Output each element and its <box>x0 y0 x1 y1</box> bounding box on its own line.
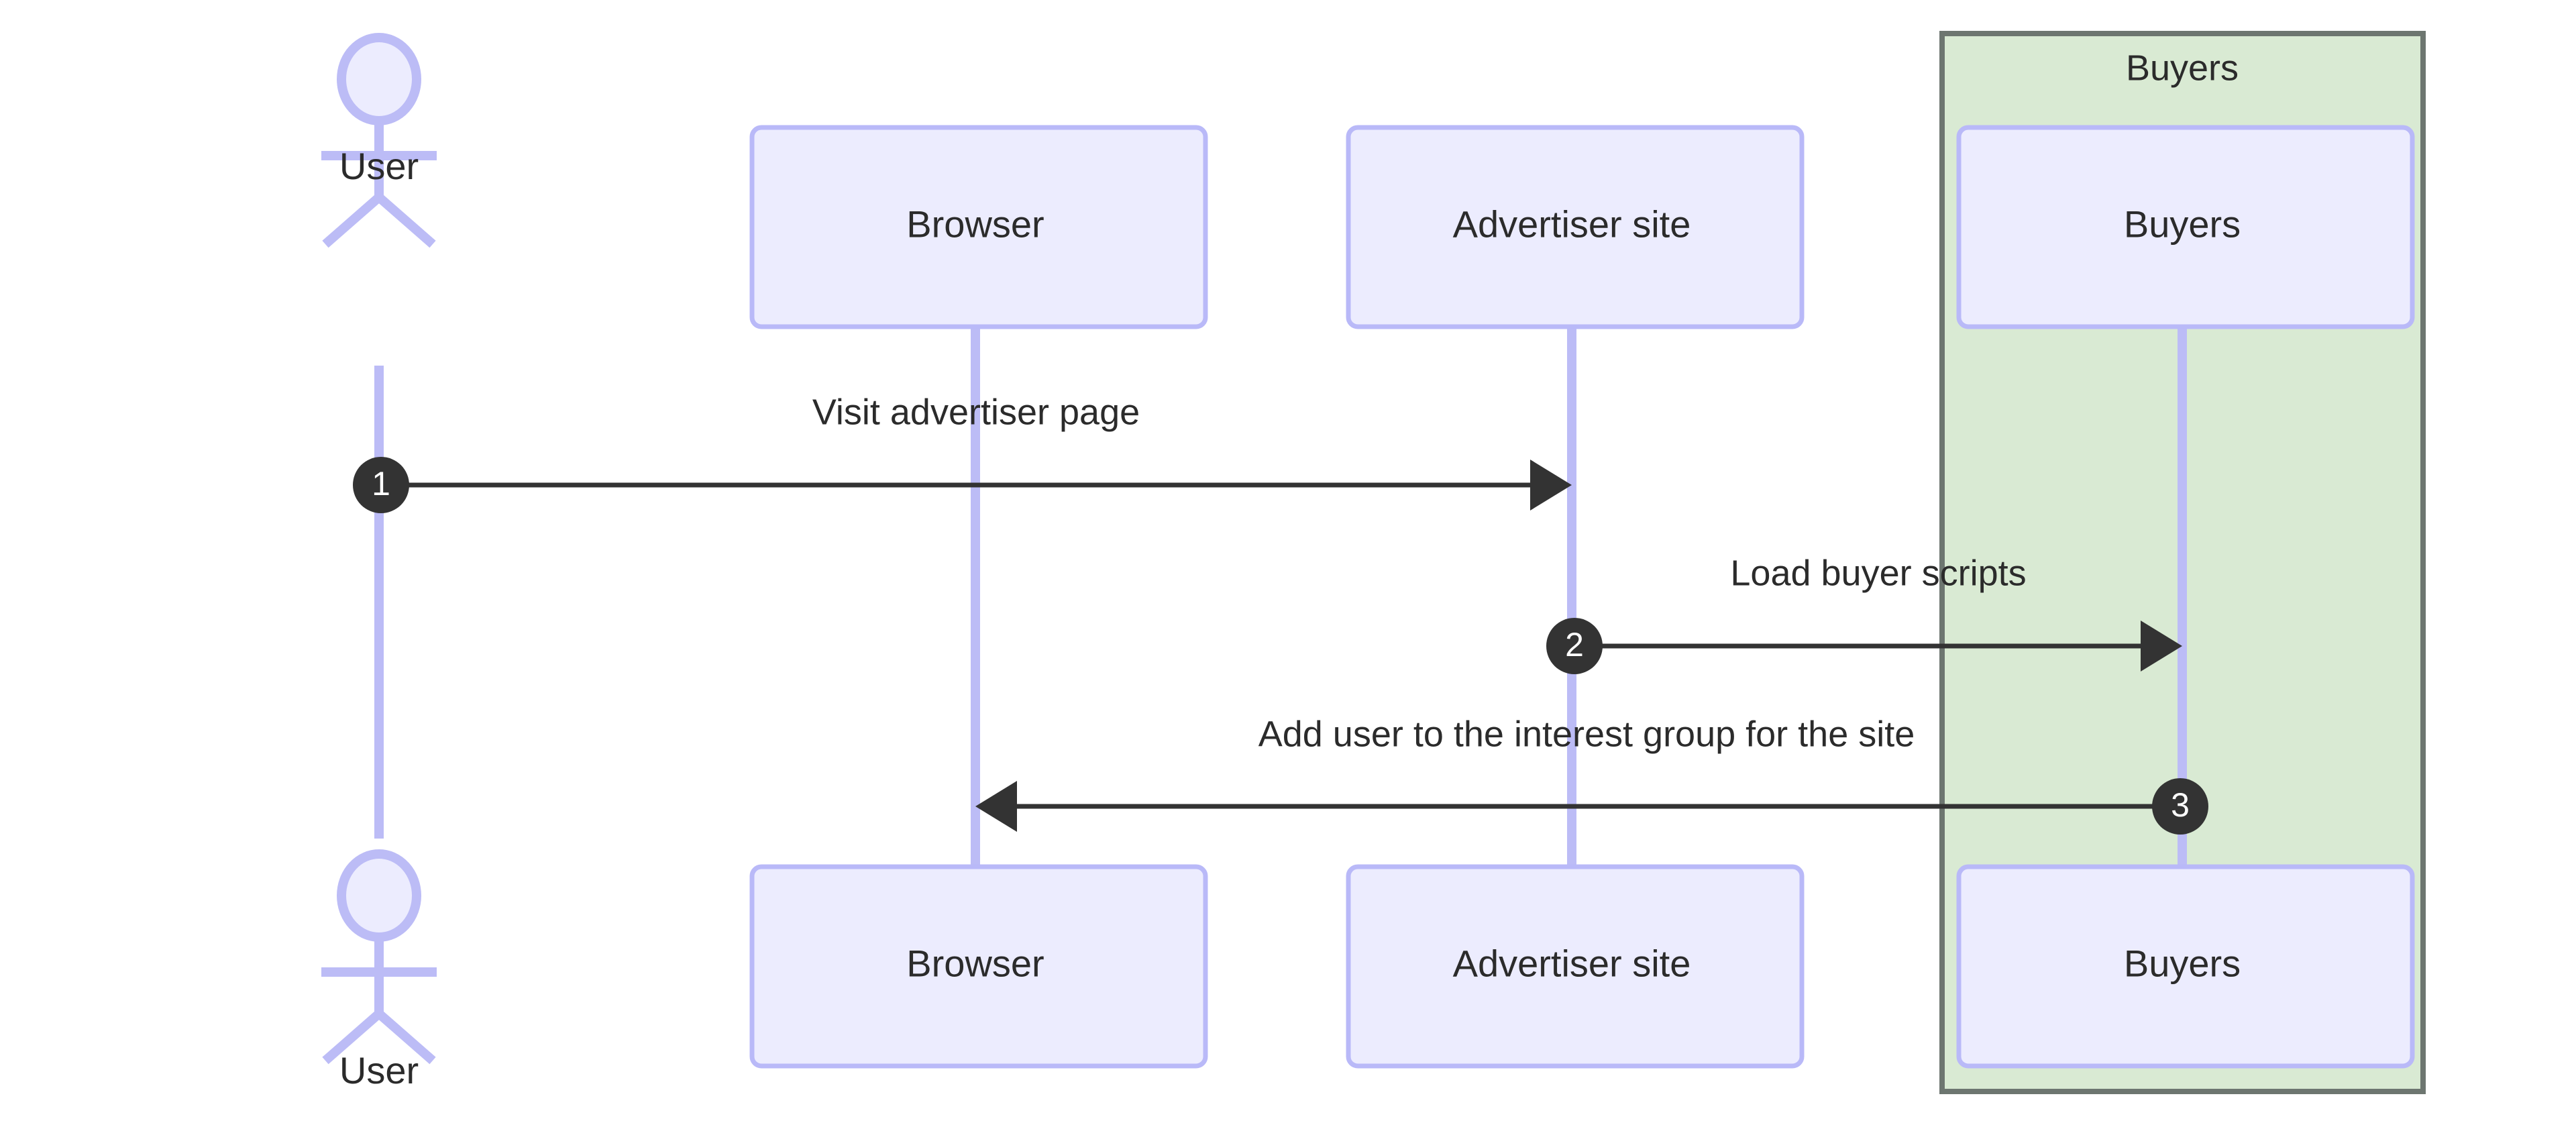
participant-header-user[interactable]: User <box>321 33 437 248</box>
arrowhead-icon <box>1530 460 1572 511</box>
lifelines-layer <box>374 327 2187 867</box>
participant-footer-user[interactable]: User <box>321 849 437 1091</box>
participant-label-advertiser-top: Advertiser site <box>1453 203 1691 245</box>
sequence-badge-number-3: 3 <box>2171 786 2190 824</box>
participant-box-buyers-bottom <box>1956 864 2415 1069</box>
participant-label-advertiser-bottom: Advertiser site <box>1453 942 1691 984</box>
arrowhead-icon <box>975 781 1017 832</box>
participant-box-buyers-top <box>1956 125 2415 329</box>
sequence-badge-number-2: 2 <box>1565 626 1584 663</box>
participant-label-buyers-top: Buyers <box>2124 203 2241 245</box>
sequence-badge-3[interactable] <box>2152 778 2208 835</box>
actor-body-icon <box>321 121 437 248</box>
message-1[interactable]: Visit advertiser page 1 <box>353 392 1572 513</box>
participant-box-advertiser-top <box>1346 125 1805 329</box>
participant-label-browser-top: Browser <box>906 203 1044 245</box>
actor-head-icon <box>337 33 421 125</box>
participant-footer-advertiser[interactable]: Advertiser site <box>1346 864 1805 1069</box>
participant-footer-buyers[interactable]: Buyers <box>1956 864 2415 1069</box>
message-label-1: Visit advertiser page <box>812 392 1140 432</box>
participant-box-advertiser-bottom <box>1346 864 1805 1069</box>
sequence-badge-2[interactable] <box>1546 618 1603 674</box>
participant-header-buyers[interactable]: Buyers <box>1956 125 2415 329</box>
actor-head-icon <box>337 849 421 942</box>
message-label-2: Load buyer scripts <box>1730 553 2026 593</box>
participant-box-browser-top <box>749 125 1208 329</box>
participant-label-user-bottom: User <box>339 1049 419 1091</box>
participant-label-user-top: User <box>339 145 419 187</box>
message-2[interactable]: Load buyer scripts 2 <box>1546 553 2182 674</box>
arrowhead-icon <box>2141 621 2182 672</box>
group-box-label: Buyers <box>2126 48 2239 88</box>
participant-label-browser-bottom: Browser <box>906 942 1044 984</box>
message-3[interactable]: Add user to the interest group for the s… <box>975 714 2208 835</box>
participant-box-browser-bottom <box>749 864 1208 1069</box>
participant-footer-browser[interactable]: Browser <box>749 864 1208 1069</box>
message-label-3: Add user to the interest group for the s… <box>1258 714 1915 754</box>
sequence-badge-1[interactable] <box>353 457 409 513</box>
actor-body-icon <box>321 937 437 1065</box>
participant-header-advertiser[interactable]: Advertiser site <box>1346 125 1805 329</box>
participant-header-browser[interactable]: Browser <box>749 125 1208 329</box>
sequence-badge-number-1: 1 <box>372 465 390 502</box>
participant-label-buyers-bottom: Buyers <box>2124 942 2241 984</box>
